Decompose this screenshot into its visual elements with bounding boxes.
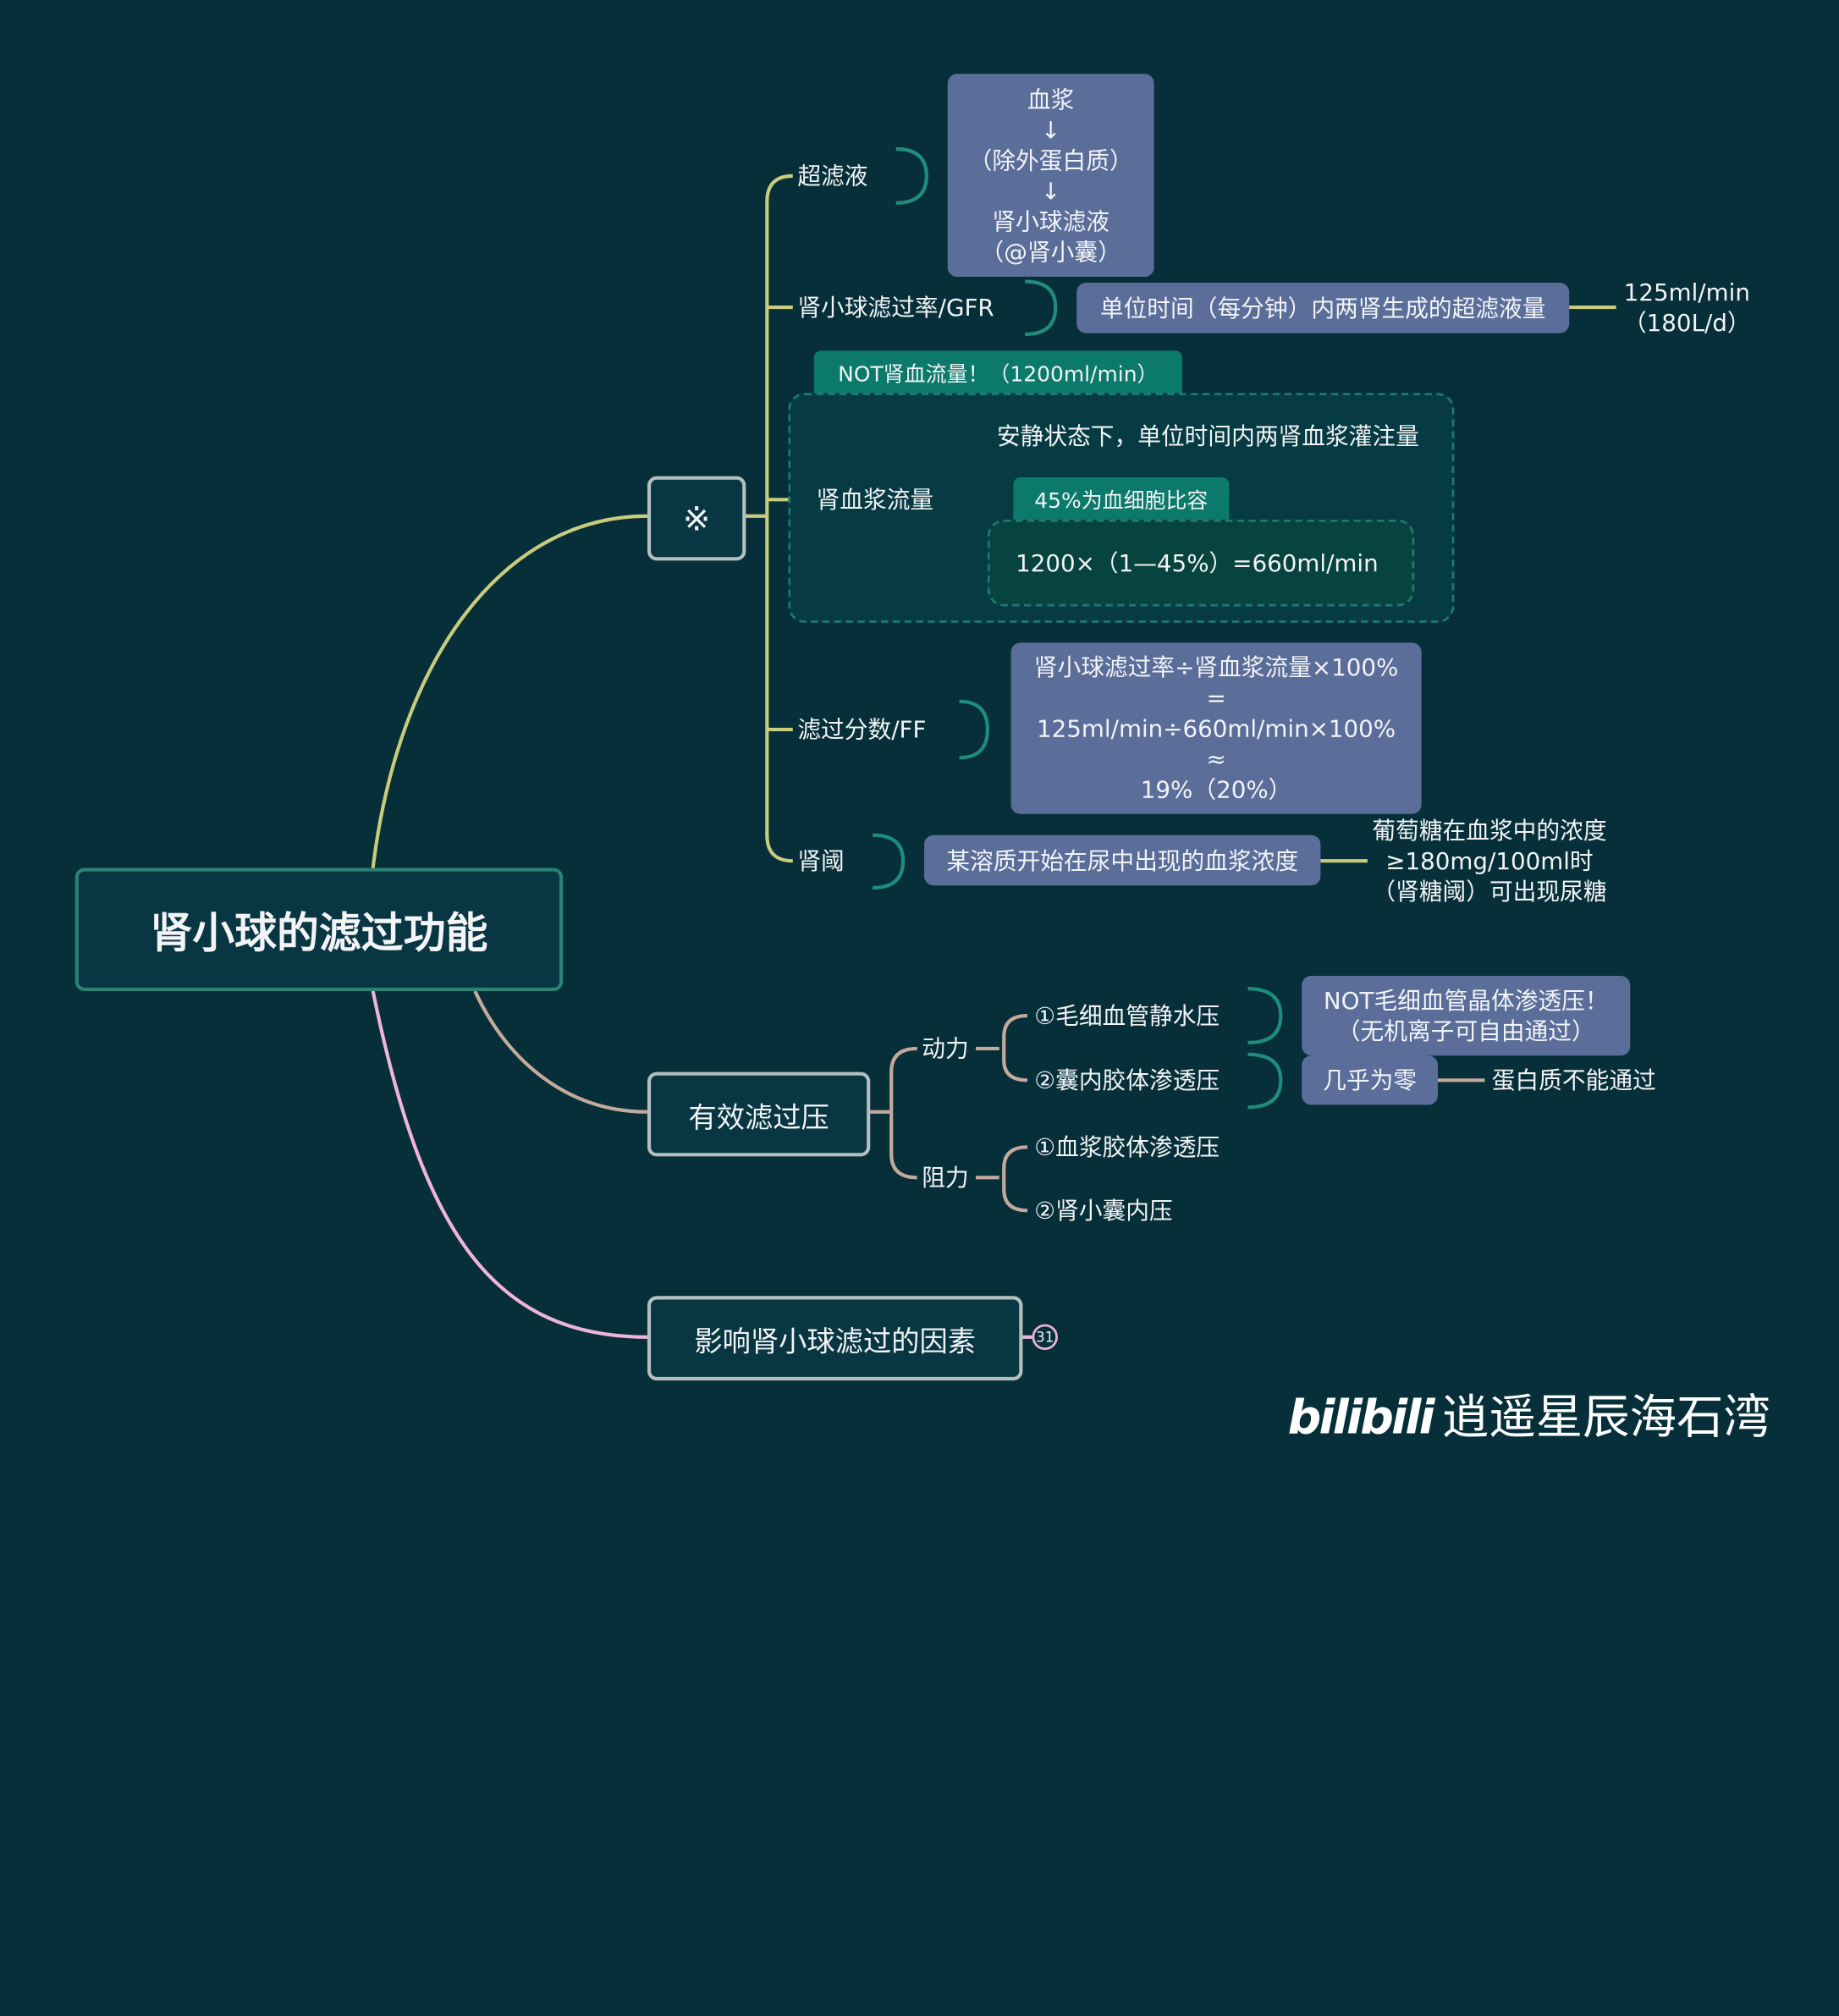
effective-filtration-pressure-label: 有效滤过压 [688,1100,829,1134]
root-topic[interactable]: 肾小球的滤过功能 [74,868,564,992]
glucose-note-line: （肾糖阈）可出现尿糖 [1372,877,1607,906]
threshold-definition-box[interactable]: 某溶质开始在尿中出现的血浆浓度 [924,834,1321,886]
ultrafiltrate-line: 血浆 [1027,85,1075,113]
gfr-label[interactable]: 肾小球滤过率/GFR [797,293,994,322]
gfr-value[interactable]: 125ml/min （180L/d） [1623,277,1751,338]
ultrafiltrate-line: 肾小球滤液 [992,207,1109,235]
ff-formula-box[interactable]: 肾小球滤过率÷肾血浆流量×100% = 125ml/min÷660ml/min×… [1010,642,1422,814]
almost-zero-box[interactable]: 几乎为零 [1302,1055,1438,1105]
influencing-factors-label: 影响肾小球滤过的因素 [694,1325,976,1358]
resistance-item[interactable]: ①血浆胶体渗透压 [1034,1132,1220,1161]
rpf-not-tag[interactable]: NOT肾血流量！（1200ml/min） [813,350,1182,396]
ff-formula-line: 19%（20%） [1140,775,1292,804]
resistance-label[interactable]: 阻力 [922,1163,969,1192]
ultrafiltrate-line: （除外蛋白质） [968,146,1133,174]
power-label[interactable]: 动力 [922,1034,969,1063]
rpf-calc-frame [987,519,1415,607]
glucose-threshold-note[interactable]: 葡萄糖在血浆中的浓度 ≥180mg/100ml时 （肾糖阈）可出现尿糖 [1372,815,1606,906]
ultrafiltrate-box[interactable]: 血浆 ↓ （除外蛋白质） ↓ 肾小球滤液 （@肾小囊） [947,74,1154,278]
rpf-label[interactable]: 肾血浆流量 [816,485,934,514]
rpf-definition[interactable]: 安静状态下，单位时间内两肾血浆灌注量 [996,421,1419,451]
ultrafiltrate-line: ↓ [1041,176,1061,205]
power-item[interactable]: ②囊内胶体渗透压 [1034,1066,1220,1094]
not-crystalloid-line: （无机离子可自由通过） [1336,1016,1595,1045]
glucose-note-line: 葡萄糖在血浆中的浓度 [1372,816,1607,845]
effective-filtration-pressure-topic[interactable]: 有效滤过压 [647,1071,871,1157]
almost-zero-text: 几乎为零 [1323,1066,1418,1094]
ff-formula-line: ≈ [1206,744,1226,774]
rpf-not-tag-text: NOT肾血流量！（1200ml/min） [838,362,1159,388]
ff-label[interactable]: 滤过分数/FF [797,715,927,744]
rpf-calc[interactable]: 1200×（1—45%）=660ml/min [1016,548,1379,577]
hematocrit-tag-text: 45%为血细胞比容 [1034,488,1209,514]
branch-symbol-label: ※ [682,498,711,538]
ff-formula-line: 肾小球滤过率÷肾血浆流量×100% [1033,653,1399,682]
influencing-factors-topic[interactable]: 影响肾小球滤过的因素 [647,1296,1023,1381]
not-crystalloid-note-box[interactable]: NOT毛细血管晶体渗透压！ （无机离子可自由通过） [1302,975,1631,1056]
gfr-definition-box[interactable]: 单位时间（每分钟）内两肾生成的超滤液量 [1076,282,1570,333]
protein-cannot-pass[interactable]: 蛋白质不能通过 [1491,1066,1656,1094]
collapsed-count-badge[interactable]: 31 [1032,1324,1058,1351]
threshold-label[interactable]: 肾阈 [797,846,845,875]
hematocrit-tag[interactable]: 45%为血细胞比容 [1013,477,1230,522]
gfr-value-line: 125ml/min [1623,278,1750,306]
power-item[interactable]: ①毛细血管静水压 [1034,1001,1220,1030]
bilibili-logo: bilibili [1287,1391,1435,1446]
not-crystalloid-line: NOT毛细血管晶体渗透压！ [1323,986,1609,1015]
gfr-value-line: （180L/d） [1622,308,1751,337]
ultrafiltrate-label[interactable]: 超滤液 [797,162,868,190]
ultrafiltrate-line: ↓ [1041,115,1061,144]
watermark-author: 逍遥星辰海石湾 [1441,1391,1770,1446]
gfr-definition: 单位时间（每分钟）内两肾生成的超滤液量 [1099,294,1546,322]
resistance-item[interactable]: ②肾小囊内压 [1034,1196,1173,1225]
glucose-note-line: ≥180mg/100ml时 [1385,846,1594,875]
ff-formula-line: 125ml/min÷660ml/min×100% [1037,713,1396,743]
branch-symbol-topic[interactable]: ※ [647,476,746,561]
ff-formula-line: = [1206,683,1226,713]
collapsed-count: 31 [1036,1329,1054,1346]
threshold-definition: 某溶质开始在尿中出现的血浆浓度 [946,846,1299,875]
ultrafiltrate-line: （@肾小囊） [980,237,1121,266]
root-title: 肾小球的滤过功能 [150,909,488,958]
